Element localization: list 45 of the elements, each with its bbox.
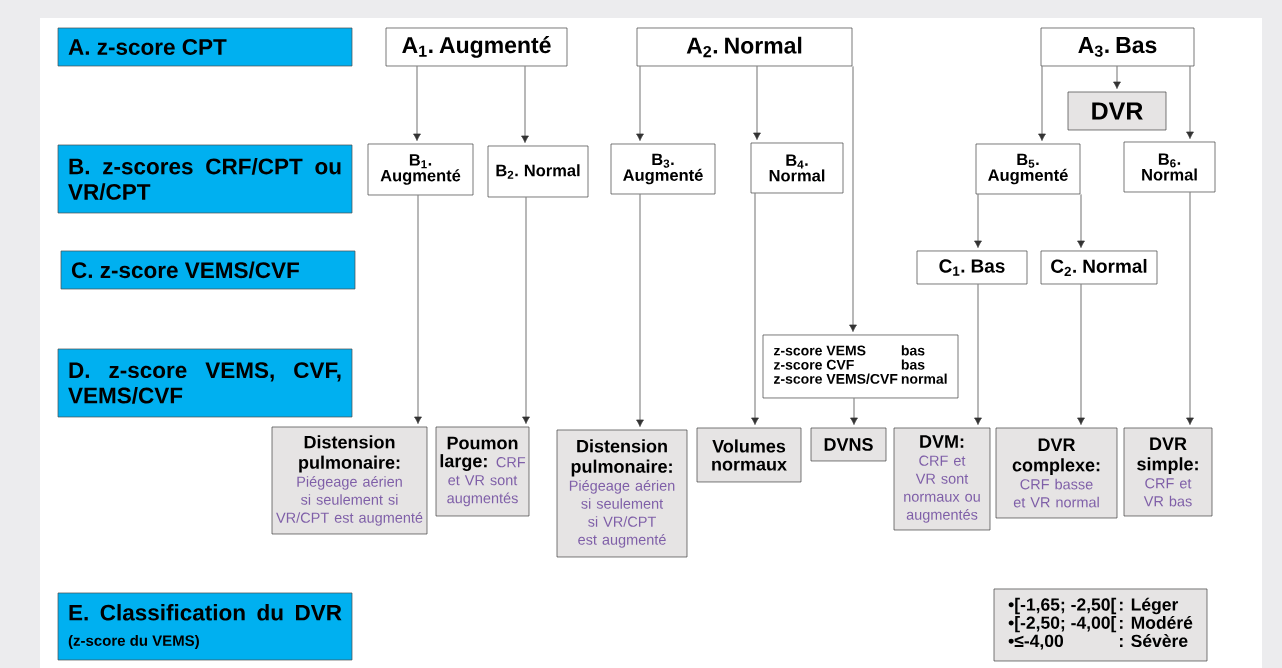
result-box: Poumon large: CRF et VR sont augmentés bbox=[435, 426, 530, 517]
row-header-box: B. z-scores CRF/CPT ou VR/CPT bbox=[57, 144, 353, 214]
category-box: B$_{6}$. Normal bbox=[1123, 141, 1216, 193]
arrow bbox=[753, 66, 761, 140]
result-box: Volumes normaux bbox=[696, 427, 802, 483]
category-box: A$_{2}$. Normal bbox=[636, 27, 853, 67]
result-box: DVR simple: CRF et VR bas bbox=[1123, 427, 1213, 517]
arrow bbox=[849, 66, 857, 332]
severity-box: •[-1,65; -2,50[ : Léger •[-2,50; -4,00[ : Modéré •≤-4,00 : Sévère bbox=[993, 588, 1208, 662]
arrow bbox=[1038, 66, 1046, 141]
category-box: B$_{1}$. Augmenté bbox=[367, 143, 474, 196]
result-box: DVNS bbox=[810, 427, 887, 462]
row-header-box: D. z-score VEMS, CVF, VEMS/CVF bbox=[57, 348, 353, 418]
arrow bbox=[521, 66, 529, 143]
category-box: C$_{2}$. Normal bbox=[1040, 250, 1158, 285]
arrow bbox=[1113, 66, 1121, 89]
category-box: B$_{2}$. Normal bbox=[487, 145, 589, 198]
row-header-box: A. z-score CPT bbox=[57, 27, 353, 67]
arrow bbox=[751, 193, 759, 425]
arrow bbox=[522, 197, 530, 424]
criteria-box: z-score VEMS bas z-score CVF bas z-score VEMS/CVF normal bbox=[762, 334, 959, 399]
row-header-box: C. z-score VEMS/CVF bbox=[60, 250, 356, 290]
category-box: A$_{1}$. Augmenté bbox=[385, 27, 568, 67]
arrow bbox=[413, 66, 421, 141]
arrow bbox=[974, 283, 982, 425]
arrow bbox=[636, 66, 644, 141]
row-header-box: E. Classification du DVR (z-score du VEMS) bbox=[57, 592, 353, 661]
arrow bbox=[1077, 194, 1085, 248]
result-box: Distension pulmonaire: Piégeage aérien si seulement si VR/CPT est augmenté bbox=[271, 426, 428, 535]
arrow bbox=[850, 398, 858, 425]
category-box: B$_{5}$. Augmenté bbox=[975, 143, 1081, 195]
arrow bbox=[1077, 283, 1085, 425]
arrow bbox=[974, 194, 982, 248]
diagnosis-box: DVR bbox=[1067, 91, 1167, 131]
arrow bbox=[1186, 192, 1194, 425]
category-box: B$_{4}$. Normal bbox=[750, 142, 844, 194]
result-box: Distension pulmonaire: Piégeage aérien si seulement si VR/CPT est augmenté bbox=[556, 429, 688, 558]
category-box: B$_{3}$. Augmenté bbox=[610, 143, 716, 195]
category-box: A$_{3}$. Bas bbox=[1040, 27, 1195, 67]
arrow bbox=[414, 195, 422, 424]
arrow bbox=[1186, 66, 1194, 139]
result-box: DVM: CRF et VR sont normaux ou augmentés bbox=[893, 427, 991, 531]
arrow bbox=[636, 194, 644, 427]
category-box: C$_{1}$. Bas bbox=[916, 250, 1028, 285]
result-box: DVR complexe: CRF basse et VR normal bbox=[995, 427, 1118, 519]
